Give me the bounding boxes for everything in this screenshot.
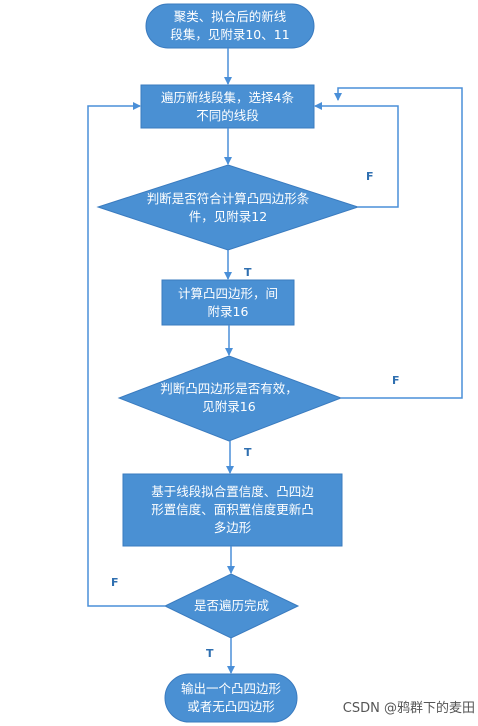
judge-done-node-text: 是否遍历完成 <box>193 598 269 613</box>
traverse-node-text: 遍历新线段集，选择4条 不同的线段 <box>161 89 294 123</box>
label-judge-done-false: F <box>111 576 119 589</box>
update-node-shape <box>122 473 343 547</box>
edge-judge-valid-false-loop <box>334 87 463 399</box>
update-node-text: 基于线段拟合置信度、凸四边 形置信度、面积置信度更新凸 多边形 <box>151 484 314 535</box>
label-judge-valid-false: F <box>392 374 400 387</box>
end-node-text: 输出一个凸四边形 或者无凸四边形 <box>180 681 281 714</box>
compute-node-text: 计算凸四边形，间 附录16 <box>177 285 278 319</box>
edge-judge-condition-false-loop <box>314 102 399 208</box>
compute-node-shape <box>161 279 295 326</box>
label-judge-valid-true: T <box>244 446 252 459</box>
label-judge-done-true: T <box>206 647 214 660</box>
start-node-shape <box>145 3 315 49</box>
judge-valid-node-text: 判断凸四边形是否有效， 见附录16 <box>160 381 298 414</box>
traverse-node-shape <box>140 84 315 129</box>
judge-valid-node-shape <box>117 355 343 442</box>
judge-condition-node-text: 判断是否符合计算凸四边形条 件，见附录12 <box>146 191 310 224</box>
label-judge-condition-false: F <box>366 170 374 183</box>
end-node-shape <box>164 673 298 723</box>
start-node-text: 聚类、拟合后的新线 段集，见附录10、11 <box>170 9 290 42</box>
watermark: CSDN @鸦群下的麦田 <box>342 701 475 716</box>
edge-judge-done-false-loop <box>87 102 165 607</box>
label-judge-condition-true: T <box>244 266 252 279</box>
